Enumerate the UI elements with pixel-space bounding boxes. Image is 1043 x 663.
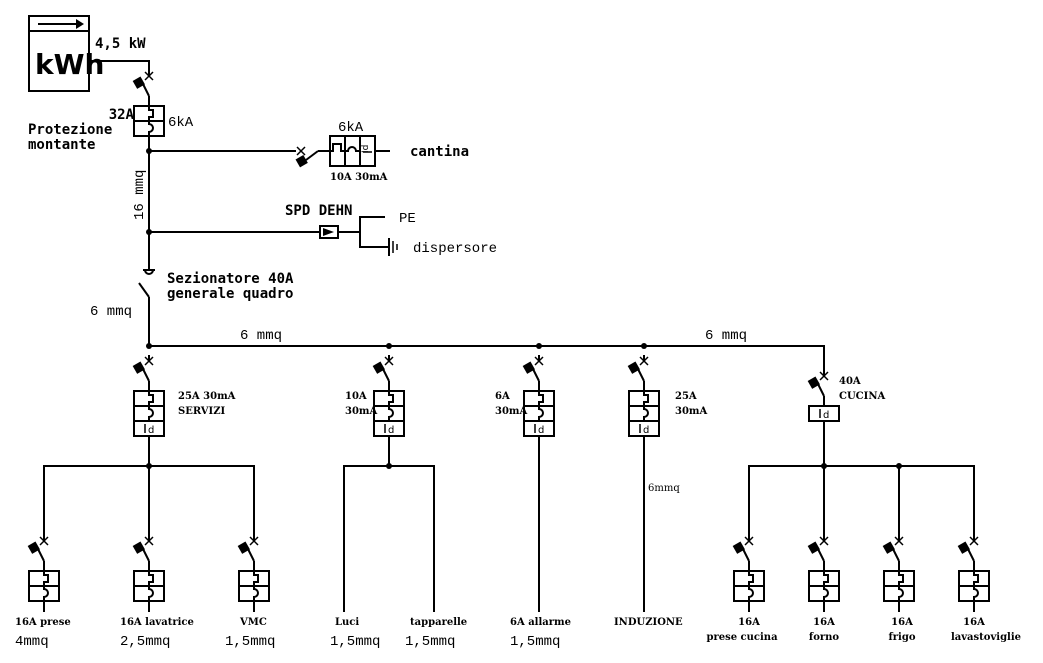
spd-pe: PE <box>399 211 416 227</box>
circuit-cable: 1,5mmq <box>330 634 380 650</box>
busbar-cable-right: 6 mmq <box>705 328 747 344</box>
circuit-label: 16A <box>813 617 835 628</box>
cantina-kA: 6kA <box>338 120 364 136</box>
circuit-label: frigo <box>888 632 915 643</box>
circuit-cable: 1,5mmq <box>405 634 455 650</box>
disconnector-line1: Sezionatore 40A <box>167 271 294 287</box>
servizi-name: SERVIZI <box>178 406 226 417</box>
circuit-label: VMC <box>239 617 267 628</box>
group-luci <box>343 354 435 612</box>
induzione-rcd: 30mA <box>675 406 707 417</box>
meter-box <box>28 15 90 92</box>
main-breaker-name-2: montante <box>28 137 95 153</box>
circuit-label: tapparelle <box>410 617 467 628</box>
circuit-cable: 1,5mmq <box>225 634 275 650</box>
group-allarme <box>521 354 555 612</box>
circuit-label: prese cucina <box>706 632 778 643</box>
circuit-lavastoviglie <box>956 534 990 612</box>
group-induzione <box>626 354 660 612</box>
main-breaker-kA: 6kA <box>168 115 194 131</box>
allarme-rating: 6A <box>495 391 510 402</box>
circuit-label: 16A <box>738 617 760 628</box>
svg-text:Id: Id <box>361 145 371 153</box>
circuit-lavatrice <box>131 534 165 612</box>
induzione-feeder-cable: 6mmq <box>648 483 680 494</box>
riser-cable: 16 mmq <box>132 170 148 220</box>
circuit-prese-cucina <box>731 534 765 612</box>
luci-rcd: 30mA <box>345 406 377 417</box>
induzione-rating: 25A <box>675 391 697 402</box>
circuit-label: 16A <box>891 617 913 628</box>
meter-label: kWh <box>35 48 104 81</box>
circuit-prese <box>26 534 60 612</box>
servizi-rating: 25A 30mA <box>178 391 236 402</box>
spd-ground: dispersore <box>413 241 497 257</box>
circuit-label: 16A <box>963 617 985 628</box>
main-disconnector <box>138 269 155 346</box>
busbar <box>149 345 825 370</box>
cantina-rating: 10A 30mA <box>330 172 388 183</box>
cucina-name: CUCINA <box>839 391 885 402</box>
main-breaker-name-1: Protezione <box>28 122 112 138</box>
cantina-breaker: Id <box>295 135 390 168</box>
circuit-label: INDUZIONE <box>614 617 683 628</box>
circuit-label: 16A prese <box>15 617 71 628</box>
cucina-rating: 40A <box>839 376 861 387</box>
luci-rating: 10A <box>345 391 367 402</box>
circuit-cable: 4mmq <box>15 634 49 650</box>
circuit-label: 16A lavatrice <box>120 617 194 628</box>
group-cucina <box>748 369 975 540</box>
disconnector-line2: generale quadro <box>167 286 293 302</box>
main-breaker-rating: 32A <box>109 107 135 123</box>
spd-label: SPD DEHN <box>285 203 352 219</box>
cantina-label: cantina <box>410 144 469 160</box>
spd-device <box>319 216 398 256</box>
circuit-cable: 1,5mmq <box>510 634 560 650</box>
group-servizi <box>43 354 255 540</box>
disconnector-cable: 6 mmq <box>90 304 132 320</box>
busbar-cable-left: 6 mmq <box>240 328 282 344</box>
circuit-label: lavastoviglie <box>951 632 1021 643</box>
meter-power: 4,5 kW <box>95 36 146 52</box>
circuit-label: forno <box>809 632 840 643</box>
circuit-label: 6A allarme <box>510 617 571 628</box>
circuit-label: Luci <box>335 617 359 628</box>
circuit-vmc <box>236 534 270 612</box>
main-breaker <box>131 69 165 137</box>
circuit-frigo <box>881 534 915 612</box>
circuit-cable: 2,5mmq <box>120 634 170 650</box>
circuit-forno <box>806 534 840 612</box>
energy-meter: kWh <box>28 15 104 92</box>
allarme-rcd: 30mA <box>495 406 527 417</box>
